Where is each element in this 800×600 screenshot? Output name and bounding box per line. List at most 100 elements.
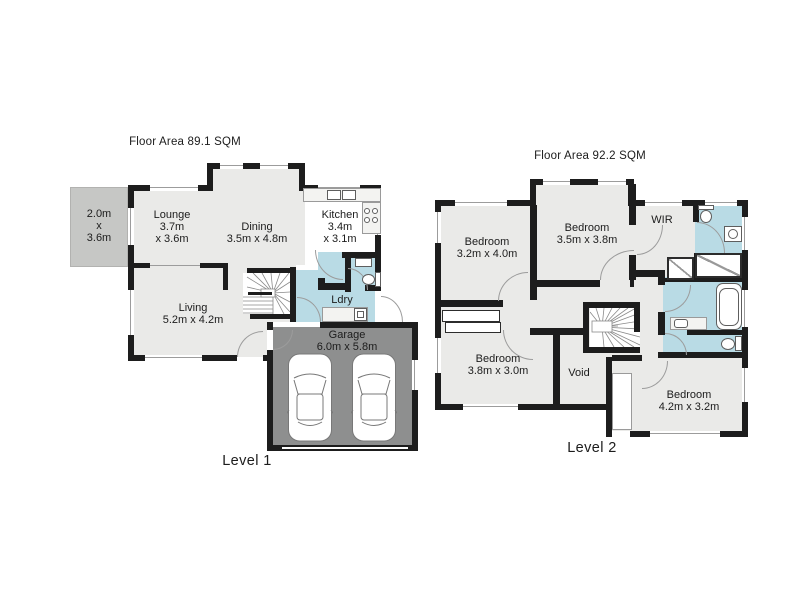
wall (299, 163, 305, 191)
room-dims: 5.2m x 4.2m (162, 314, 224, 326)
room-label: Bedroom (666, 389, 712, 401)
room-dims: 3.8m x 3.0m (467, 365, 529, 377)
wall (583, 302, 640, 308)
wall (720, 431, 748, 437)
sink-icon (355, 258, 372, 267)
wall (207, 163, 213, 191)
room-dims: 3.4m (327, 221, 353, 233)
room-dims: 4.2m x 3.2m (658, 401, 720, 413)
window (543, 179, 570, 185)
wall (128, 335, 134, 361)
wall (530, 179, 536, 206)
wall (247, 268, 295, 273)
window (742, 368, 748, 402)
wall (583, 347, 640, 353)
room-label: Bedroom (564, 222, 610, 234)
room-dims: 3.2m x 4.0m (456, 248, 518, 260)
wall (634, 302, 640, 332)
level1-title: Floor Area 89.1 SQM (129, 136, 241, 148)
wall (412, 390, 418, 451)
wall (128, 263, 150, 268)
room-label: Living (178, 302, 208, 314)
wall (248, 292, 272, 295)
wall (658, 312, 665, 335)
room-label: Bedroom (464, 236, 510, 248)
window (463, 404, 518, 410)
room-label: WIR (651, 214, 673, 226)
wall (243, 163, 260, 169)
window (220, 163, 243, 169)
level2-label: Level 2 (567, 440, 617, 456)
room-void: Void (554, 367, 604, 379)
room-bedroom1: Bedroom 3.2m x 4.0m (437, 236, 537, 260)
deck-dim-line: x (96, 220, 102, 232)
wall (742, 402, 748, 437)
wall (636, 270, 665, 277)
wall (267, 322, 273, 330)
room-dims: x 3.1m (323, 233, 357, 245)
room-wir: WIR (637, 214, 687, 226)
window (412, 360, 418, 390)
window (598, 179, 626, 185)
dining-bump-floor (210, 166, 305, 190)
bathtub-icon (719, 288, 739, 326)
wall (198, 185, 212, 191)
room-label: Garage (328, 329, 366, 341)
wall (412, 327, 418, 360)
window (742, 290, 748, 327)
deck-area (70, 187, 128, 267)
room-label: Lounge (153, 209, 191, 221)
car-icon (351, 353, 397, 442)
deck-dims: 2.0m x 3.6m (70, 208, 128, 244)
room-dims: 3.5m x 4.8m (226, 233, 288, 245)
wall (435, 200, 455, 206)
wall (320, 322, 418, 328)
wall (128, 185, 134, 208)
wall (742, 327, 748, 368)
wall (223, 263, 228, 290)
room-lounge: Lounge 3.7m x 3.6m (137, 209, 207, 245)
level1-label: Level 1 (222, 453, 272, 469)
wall (318, 283, 348, 290)
toilet-icon (721, 338, 735, 350)
stairs-icon (590, 308, 640, 347)
room-dining: Dining 3.5m x 4.8m (207, 221, 307, 245)
wall (658, 277, 665, 285)
window (645, 200, 682, 206)
wall (665, 278, 742, 282)
room-laundry: Ldry (312, 294, 372, 306)
toilet-icon (362, 274, 375, 285)
stove-icon (364, 208, 370, 214)
window (650, 431, 720, 437)
window (705, 200, 737, 206)
wall (128, 185, 150, 191)
deck-dim-line: 3.6m (86, 232, 112, 244)
wall (435, 243, 441, 338)
level1-plan: Floor Area 89.1 SQM 2.0m x 3.6m Lounge 3… (60, 130, 430, 480)
wall (570, 179, 598, 185)
closet (695, 253, 742, 278)
wall (629, 184, 636, 225)
wall (687, 330, 742, 335)
robe-closet (442, 310, 500, 322)
wall (202, 355, 237, 361)
car-icon (287, 353, 333, 442)
room-garage: Garage 6.0m x 5.8m (297, 329, 397, 353)
window (145, 355, 202, 361)
window (455, 200, 507, 206)
room-label: Bedroom (475, 353, 521, 365)
window (150, 185, 198, 191)
wall (128, 355, 145, 361)
wall (200, 263, 228, 268)
room-dims: x 3.6m (155, 233, 189, 245)
porch-void (612, 373, 632, 430)
wall (606, 357, 612, 437)
opening-line (150, 265, 200, 266)
sink-icon (728, 229, 738, 239)
sink-icon (674, 319, 688, 328)
room-label: Dining (241, 221, 273, 233)
wall (342, 252, 381, 258)
wall (267, 350, 273, 451)
wall (288, 163, 305, 169)
